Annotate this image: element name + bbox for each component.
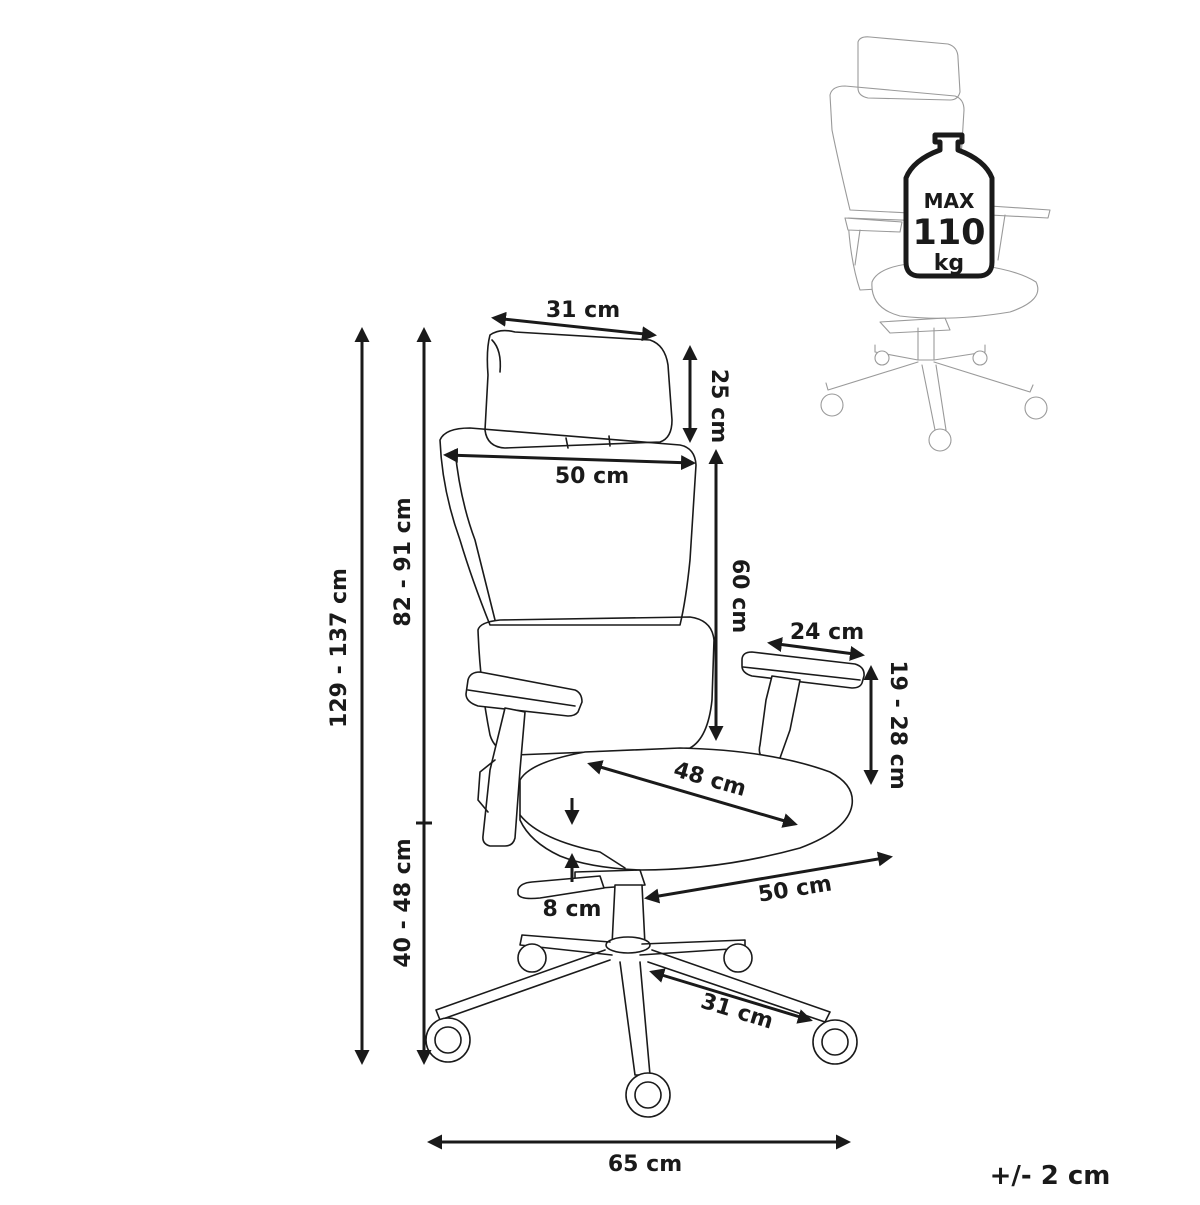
- office-chair-illustration: [425, 329, 865, 1118]
- headrest-width-label: 31 cm: [546, 298, 620, 323]
- gas-cylinder: [611, 884, 646, 946]
- leg-length-label: 31 cm: [698, 989, 776, 1035]
- base-leg-3: [435, 949, 611, 1021]
- headrest-height-label: 25 cm: [706, 369, 731, 443]
- weight-badge-line1: MAX: [924, 189, 975, 213]
- right-armrest-pad: [741, 651, 865, 689]
- dimension-arrows: [354, 311, 893, 1150]
- backrest-height-label: 60 cm: [727, 559, 752, 633]
- base-leg-1: [519, 934, 613, 956]
- lumbar-support: [477, 616, 715, 756]
- base-width-label: 65 cm: [608, 1152, 682, 1177]
- armrest-height-label: 19 - 28 cm: [885, 660, 910, 789]
- base-leg-2: [639, 939, 746, 956]
- right-armrest-post: [758, 675, 801, 764]
- backrest-shape: [439, 427, 697, 626]
- base-leg-5: [619, 961, 651, 1076]
- height-lever: [517, 875, 605, 900]
- total-height-label: 129 - 137 cm: [327, 568, 352, 728]
- seat-adjust-label: 8 cm: [543, 897, 602, 922]
- backrest-width-label: 50 cm: [555, 464, 629, 489]
- weight-badge-line3: kg: [934, 251, 964, 276]
- tolerance-note: +/- 2 cm: [990, 1161, 1111, 1191]
- max-weight-badge: MAX 110 kg: [903, 132, 995, 279]
- caster-wheels: [425, 943, 858, 1118]
- back-height-label: 82 - 91 cm: [391, 497, 416, 626]
- weight-icon: [903, 132, 995, 279]
- seat-height-label: 40 - 48 cm: [391, 838, 416, 967]
- headrest-shape: [484, 329, 673, 449]
- weight-badge-line2: 110: [912, 213, 985, 253]
- armrest-length-label: 24 cm: [790, 620, 864, 645]
- left-armrest-pad: [465, 671, 583, 717]
- left-armrest-post: [482, 707, 526, 847]
